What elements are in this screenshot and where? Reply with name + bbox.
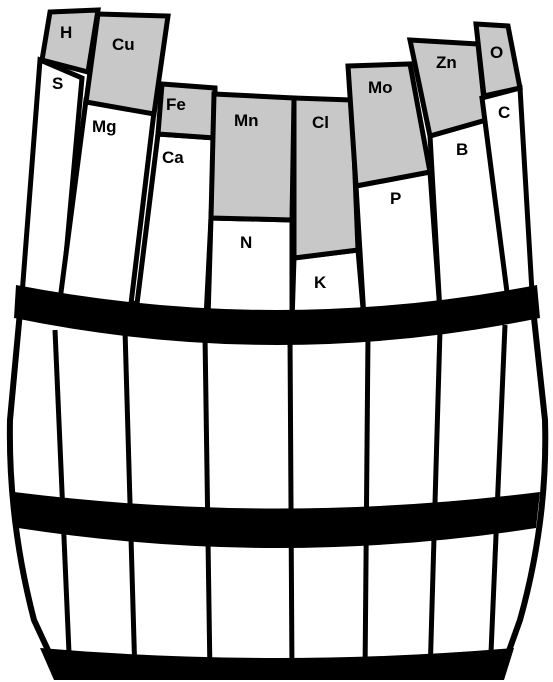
stave-2-top-label: Cu [112, 35, 135, 54]
barrel-body [10, 290, 545, 676]
stave-5-top-label: Cl [312, 113, 329, 132]
stave-8-bottom-label: C [498, 103, 510, 122]
stave-7-top-label: Zn [436, 53, 457, 72]
stave-4: Mn N [208, 94, 294, 320]
stave-8-top-label: O [490, 43, 503, 62]
stave-1-top-label: H [60, 23, 72, 42]
stave-3-bottom-label: Ca [162, 148, 184, 167]
stave-6-bottom-label: P [390, 189, 401, 208]
stave-3-top-label: Fe [166, 95, 186, 114]
stave-6-top-label: Mo [368, 78, 393, 97]
stave-5-bottom-label: K [314, 273, 327, 292]
stave-4-bottom-label: N [240, 233, 252, 252]
stave-2-bottom-label: Mg [92, 117, 117, 136]
stave-4-top-label: Mn [234, 111, 259, 130]
stave-7-bottom-label: B [456, 140, 468, 159]
stave-1-bottom-label: S [52, 74, 63, 93]
